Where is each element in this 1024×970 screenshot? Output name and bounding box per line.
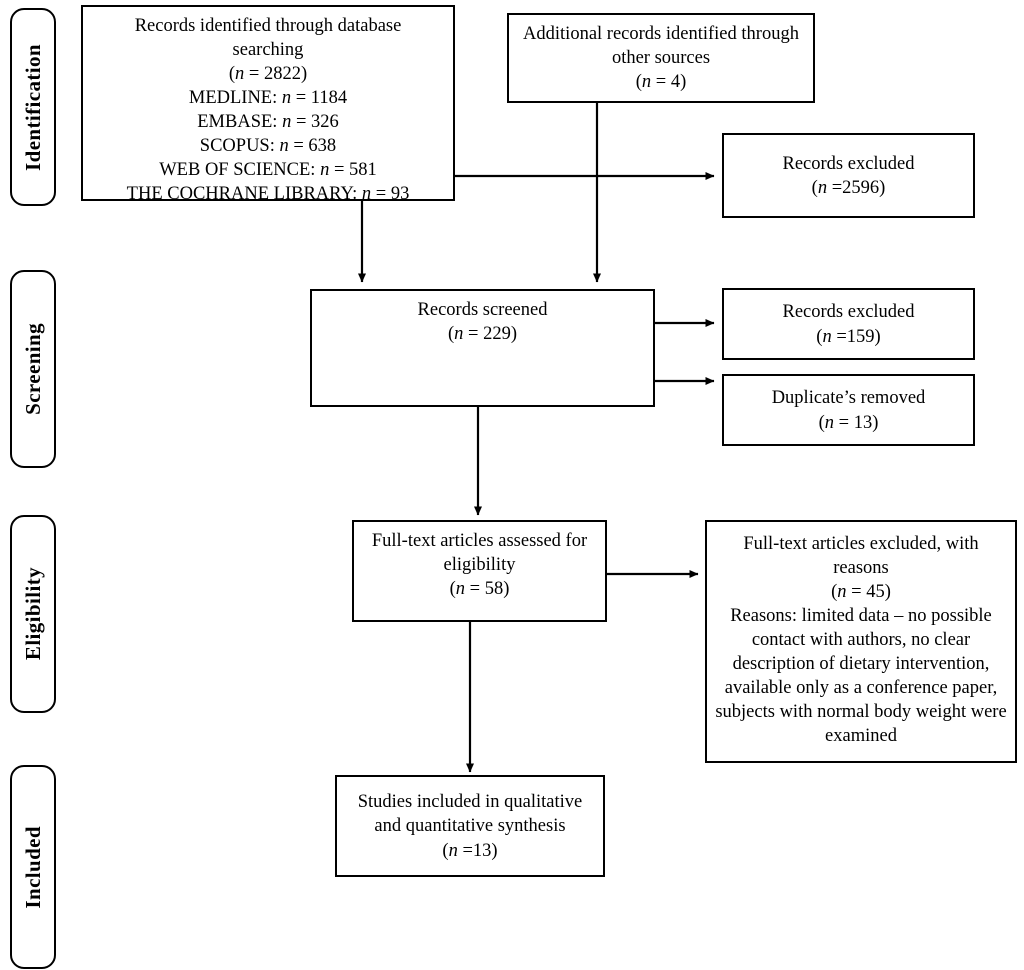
fulltext-excluded-reasons: Reasons: limited data – no possible cont… bbox=[715, 606, 1007, 747]
box-records-screened: Records screened (n = 229) bbox=[310, 289, 655, 407]
fulltext-assessed-count: (n = 58) bbox=[449, 579, 510, 600]
other-sources-line1: Additional records identified through bbox=[523, 24, 799, 44]
other-sources-line2: other sources bbox=[611, 48, 711, 69]
fulltext-excluded-count: (n = 45) bbox=[831, 582, 891, 603]
studies-included-line2: and quantitative synthesis bbox=[374, 816, 566, 837]
duplicates-removed-count: (n = 13) bbox=[818, 412, 879, 433]
database-source-web-of-science: WEB OF SCIENCE: n = 581 bbox=[159, 160, 377, 181]
database-source-cochrane: THE COCHRANE LIBRARY: n = 93 bbox=[126, 184, 410, 205]
database-search-count: (n = 2822) bbox=[228, 64, 308, 85]
stage-label-included: Included bbox=[10, 765, 56, 969]
studies-included-line1: Studies included in qualitative bbox=[357, 792, 583, 813]
stage-label-identification-text: Identification bbox=[20, 43, 45, 171]
database-source-scopus: SCOPUS: n = 638 bbox=[199, 136, 337, 157]
studies-included-count: (n =13) bbox=[442, 840, 498, 861]
stage-label-included-text: Included bbox=[20, 825, 45, 909]
records-excluded-screening-line1: Records excluded bbox=[782, 302, 915, 323]
stage-label-eligibility: Eligibility bbox=[10, 515, 56, 713]
database-search-line1: Records identified through database bbox=[134, 16, 402, 36]
records-excluded-top-count: (n =2596) bbox=[811, 178, 886, 198]
box-studies-included: Studies included in qualitative and quan… bbox=[335, 775, 605, 877]
database-source-medline: MEDLINE: n = 1184 bbox=[188, 88, 348, 109]
duplicates-removed-line1: Duplicate’s removed bbox=[771, 388, 926, 409]
records-screened-count: (n = 229) bbox=[447, 324, 518, 345]
box-records-excluded-identification: Records excluded (n =2596) bbox=[722, 133, 975, 218]
box-records-identified-database: Records identified through database sear… bbox=[81, 5, 455, 204]
stage-label-screening: Screening bbox=[10, 270, 56, 468]
records-excluded-top-line1: Records excluded bbox=[782, 153, 915, 174]
fulltext-assessed-line1: Full-text articles assessed for bbox=[371, 531, 588, 551]
box-fulltext-assessed: Full-text articles assessed for eligibil… bbox=[352, 520, 607, 622]
fulltext-excluded-line2: reasons bbox=[833, 558, 889, 579]
box-duplicates-removed: Duplicate’s removed (n = 13) bbox=[722, 374, 975, 446]
box-additional-records-other-sources: Additional records identified through ot… bbox=[507, 13, 815, 103]
records-screened-line1: Records screened bbox=[417, 300, 548, 320]
fulltext-excluded-line1: Full-text articles excluded, with bbox=[743, 534, 979, 554]
records-excluded-screening-count: (n =159) bbox=[816, 326, 881, 347]
stage-label-eligibility-text: Eligibility bbox=[20, 567, 45, 661]
box-fulltext-excluded-with-reasons: Full-text articles excluded, with reason… bbox=[705, 520, 1017, 763]
stage-label-identification: Identification bbox=[10, 8, 56, 206]
database-source-embase: EMBASE: n = 326 bbox=[197, 112, 339, 133]
stage-label-screening-text: Screening bbox=[20, 323, 45, 415]
other-sources-count: (n = 4) bbox=[635, 72, 687, 93]
fulltext-assessed-line2: eligibility bbox=[443, 555, 516, 576]
box-records-excluded-screening: Records excluded (n =159) bbox=[722, 288, 975, 360]
database-search-line2: searching bbox=[232, 40, 304, 61]
